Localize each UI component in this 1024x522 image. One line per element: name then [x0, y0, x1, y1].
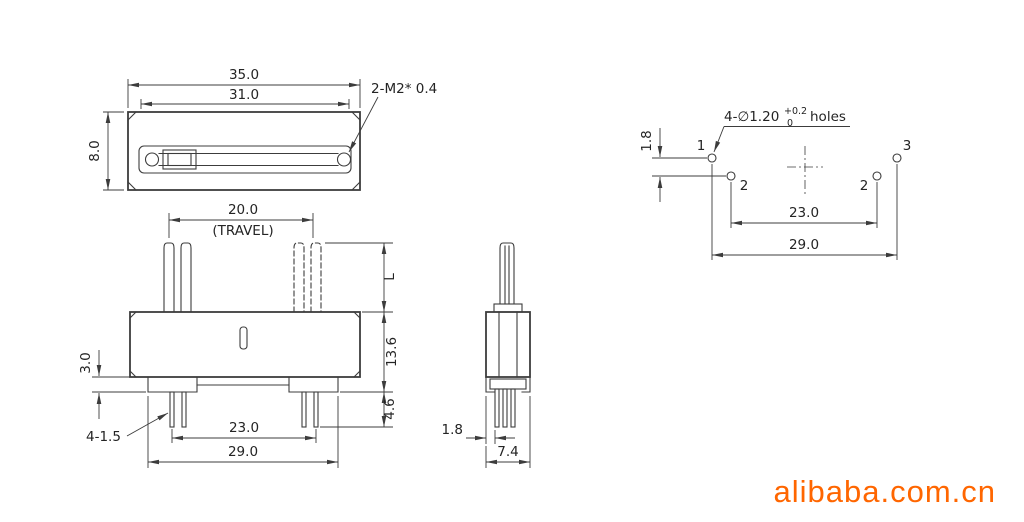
dim-body-height: 13.6: [384, 337, 400, 367]
holes-note-tol-upper: +0.2: [784, 106, 807, 117]
mounting-hole-right: [336, 152, 352, 167]
side-view: 1.8 7.4: [442, 242, 531, 468]
top-view: 35.0 31.0 8.0 2-M2* 0.4: [87, 67, 437, 191]
side-tabs: [485, 376, 531, 393]
front-body-outline: [129, 311, 361, 378]
dim-mount-span: 29.0: [228, 444, 258, 460]
slider-knob-inner: [167, 152, 192, 167]
dim-hole-row-offset: 1.8: [639, 130, 655, 151]
pin-4: [313, 391, 319, 428]
dim-top-height: 8.0: [87, 140, 103, 161]
side-lever: [499, 242, 515, 305]
center-detent-mark: [239, 326, 248, 350]
hole-2-right: [872, 171, 882, 181]
mounting-hole-left: [144, 152, 160, 167]
pin-2: [181, 391, 187, 428]
lever-right-phantom: [293, 242, 322, 313]
mounting-tab-left: [147, 376, 198, 393]
dim-top-inner-width: 31.0: [229, 87, 259, 103]
side-top-boss: [493, 303, 523, 313]
travel-caption: (TRAVEL): [212, 223, 273, 239]
watermark: alibaba.com.cn: [773, 474, 996, 509]
side-pin-2: [502, 388, 508, 428]
holes-note-suffix: holes: [810, 109, 846, 125]
lever-left: [163, 242, 192, 313]
pin-3: [301, 391, 307, 428]
mounting-tab-right: [288, 376, 339, 393]
pin-note: 4-1.5: [86, 429, 121, 445]
holes-note-tol-lower: 0: [787, 118, 793, 129]
dim-pin-length: 4.6: [382, 398, 398, 419]
holes-note: 4-∅1.20: [724, 109, 779, 125]
dim-side-pin-offset: 1.8: [442, 422, 463, 438]
hole-3: [892, 153, 902, 163]
pin-1: [169, 391, 175, 428]
pin-label-2-left: 2: [740, 178, 749, 194]
corner-chamfer-ticks: [127, 111, 361, 191]
dim-travel: 20.0: [228, 202, 258, 218]
hole-pattern-view: 4-∅1.20 +0.2 0 holes 1 2 2 3 1.8 23.0 29…: [639, 106, 911, 260]
pin-label-2-right: 2: [860, 178, 869, 194]
top-view-body-outline: [127, 111, 361, 191]
dim-side-depth: 7.4: [497, 444, 518, 460]
side-pin-1: [494, 388, 500, 428]
front-corner-ticks: [129, 311, 361, 378]
pin-label-1: 1: [697, 138, 706, 154]
side-pin-3: [510, 388, 516, 428]
side-crossbar: [489, 378, 527, 390]
thread-note: 2-M2* 0.4: [371, 81, 437, 97]
dim-bracket-depth: 3.0: [78, 352, 94, 373]
dim-top-outer-width: 35.0: [229, 67, 259, 83]
dim-hole-outer-span: 29.0: [789, 237, 819, 253]
dim-pin-span-inner: 23.0: [229, 420, 259, 436]
slider-knob: [162, 149, 197, 170]
pin-label-3: 3: [903, 138, 912, 154]
dim-hole-inner-span: 23.0: [789, 205, 819, 221]
dim-lever-height: L: [382, 273, 398, 281]
side-body-outline: [485, 311, 531, 378]
hole-1: [707, 153, 717, 163]
front-view: 20.0 (TRAVEL) L 13.6 4.6 3.0 4-1.5 23.0 …: [78, 202, 400, 468]
hole-2-left: [726, 171, 736, 181]
